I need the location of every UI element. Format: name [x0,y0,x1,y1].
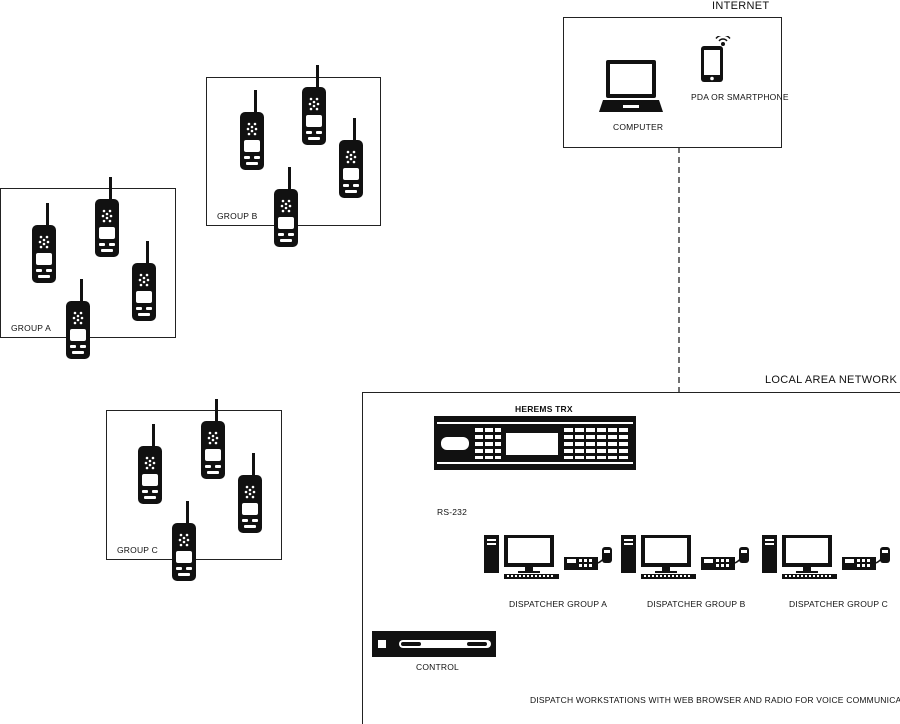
group-b-box: GROUP B [206,77,381,226]
radio-icon [273,167,299,247]
radio-icon [31,203,57,283]
group-c-box: GROUP C [106,410,282,560]
radio-icon [338,118,364,198]
radio-icon [237,453,263,533]
dispatcher-workstation-icon [484,535,624,579]
rs232-label: RS-232 [437,507,468,517]
internet-box: COMPUTER PDA OR SMARTPHONE [563,17,789,148]
dispatch-footnote: DISPATCH WORKSTATIONS WITH WEB BROWSER A… [530,695,900,705]
group-b-label: GROUP B [217,211,258,221]
radio-icon [131,241,157,321]
radio-icon [171,501,197,581]
radio-icon [94,177,120,257]
internet-title: INTERNET [712,0,770,12]
radio-icon [65,279,91,359]
radio-icon [137,424,163,504]
group-c-label: GROUP C [117,545,158,555]
control-label: CONTROL [416,662,459,672]
group-a-label: GROUP A [11,323,51,333]
dispatcher-group-b-label: DISPATCHER GROUP B [647,599,746,609]
smartphone-icon [701,36,731,82]
lan-title: LOCAL AREA NETWORK [765,374,898,386]
herems-trx-unit [434,416,636,470]
laptop-icon [599,60,663,112]
dispatcher-workstation-icon [621,535,761,579]
radio-icon [239,90,265,170]
dispatcher-group-c-label: DISPATCHER GROUP C [789,599,889,609]
radio-icon [301,65,327,145]
computer-label: COMPUTER [613,122,664,132]
trx-label: HEREMS TRX [515,404,573,414]
control-unit [372,631,496,657]
dispatcher-workstation-icon [762,535,900,579]
pda-label: PDA OR SMARTPHONE [691,92,789,102]
dispatcher-group-a-label: DISPATCHER GROUP A [509,599,608,609]
group-a-box: GROUP A [0,188,176,338]
radio-icon [200,399,226,479]
